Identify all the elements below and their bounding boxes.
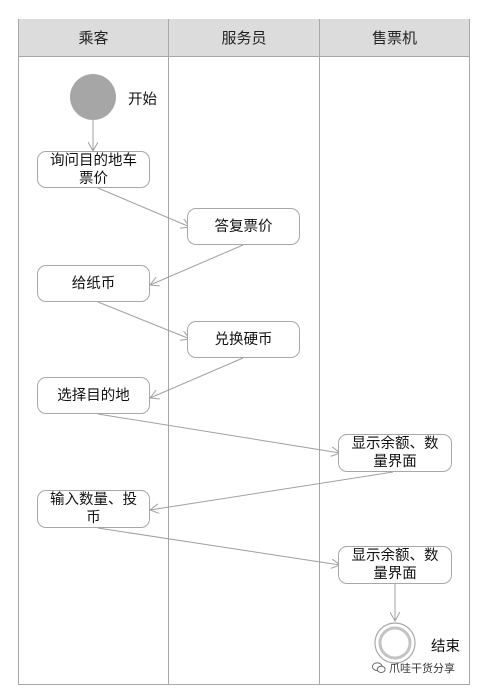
start-label: 开始 <box>128 92 157 108</box>
edge-ask-to-reply <box>97 187 190 227</box>
end-node-inner <box>378 626 412 660</box>
edge-give-to-exchange <box>97 301 190 339</box>
watermark-text: 爪哇干货分享 <box>389 662 455 675</box>
watermark: 爪哇干货分享 <box>372 660 455 676</box>
activity-input-quantity: 输入数量、投 币 <box>37 490 150 528</box>
activity-show-balance-2: 显示余额、数 量界面 <box>338 546 452 584</box>
activity-exchange-coins: 兑换硬币 <box>187 321 300 358</box>
edge-show1-to-input <box>150 471 394 510</box>
activity-reply-price: 答复票价 <box>187 208 300 245</box>
activity-show-balance-1: 显示余额、数 量界面 <box>338 434 452 472</box>
lane-header-ticket-machine: 售票机 <box>320 19 469 56</box>
start-node <box>70 74 116 120</box>
activity-choose-destination: 选择目的地 <box>37 377 150 414</box>
edge-reply-to-give <box>150 244 244 285</box>
activity-give-bill: 给纸币 <box>37 265 150 302</box>
wechat-icon <box>372 662 386 673</box>
lane-header-passenger: 乘客 <box>19 19 168 56</box>
lane-header-attendant: 服务员 <box>169 19 319 56</box>
edge-choose-to-show1 <box>97 413 340 453</box>
edge-input-to-show2 <box>97 527 340 565</box>
edge-exchange-to-choose <box>150 357 244 398</box>
end-label: 结束 <box>431 639 460 655</box>
activity-ask-price: 询问目的地车 票价 <box>37 151 150 188</box>
